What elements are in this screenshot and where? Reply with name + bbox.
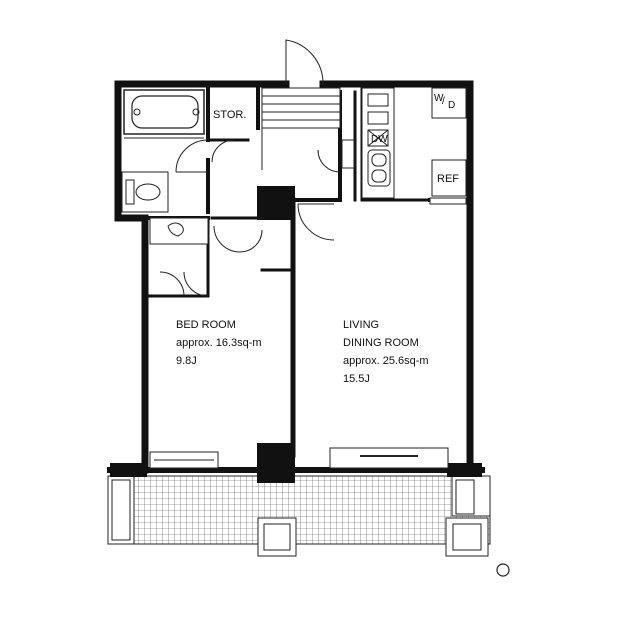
washer-dryer-label-slash: / bbox=[442, 96, 445, 107]
toilet bbox=[121, 171, 169, 213]
washbasin bbox=[149, 217, 209, 245]
stairs bbox=[261, 87, 341, 170]
bedroom-size-j: 9.8J bbox=[176, 355, 197, 367]
doors bbox=[159, 39, 341, 297]
dishwasher-label: DW bbox=[371, 134, 388, 145]
bathtub bbox=[123, 89, 205, 139]
washer-dryer-label-d: D bbox=[448, 100, 455, 111]
balcony bbox=[107, 475, 491, 557]
bedroom-area: approx. 16.3sq-m bbox=[176, 337, 262, 349]
walls bbox=[107, 80, 485, 474]
living-name-2: DINING ROOM bbox=[343, 337, 419, 349]
windows bbox=[149, 197, 467, 469]
columns bbox=[110, 186, 482, 483]
washer-dryer-label-w: W bbox=[434, 93, 444, 104]
north-arrow-icon bbox=[496, 563, 510, 577]
kitchen-counter bbox=[341, 87, 467, 199]
living-area: approx. 25.6sq-m bbox=[343, 355, 429, 367]
bedroom-name: BED ROOM bbox=[176, 319, 236, 331]
storage-label: STOR. bbox=[213, 109, 246, 121]
living-size-j: 15.5J bbox=[343, 373, 370, 385]
living-name-1: LIVING bbox=[343, 319, 379, 331]
refrigerator-label: REF bbox=[437, 173, 459, 185]
